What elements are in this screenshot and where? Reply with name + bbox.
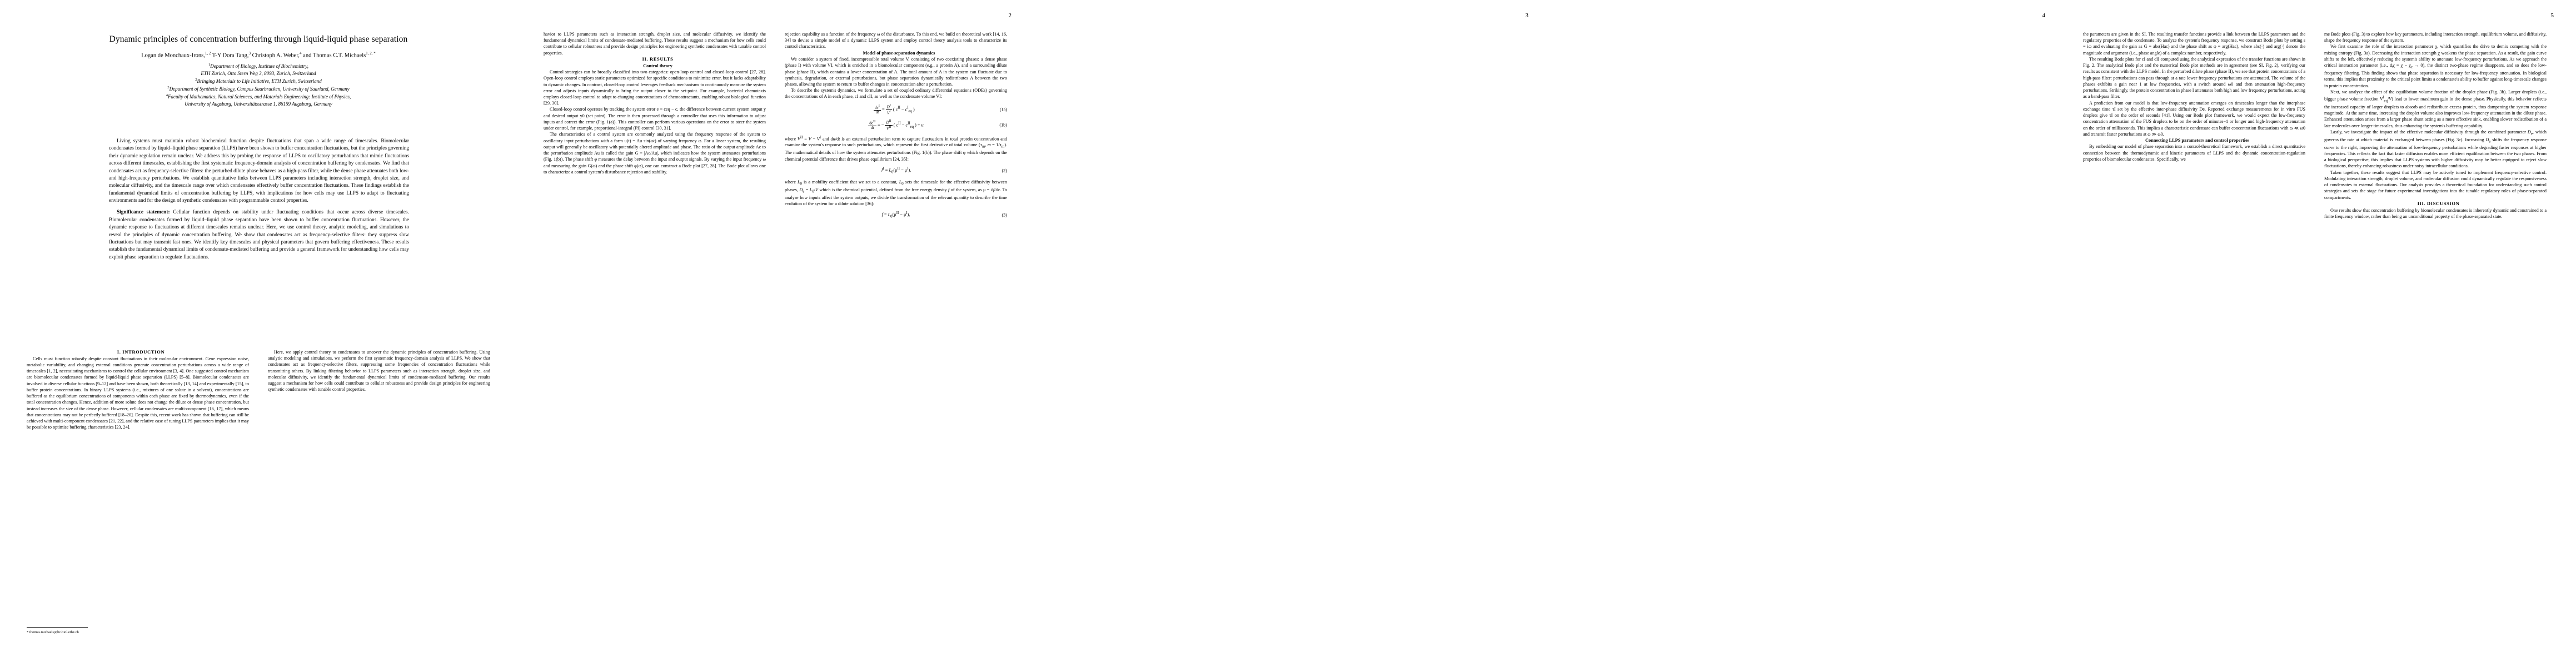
page-number-2: 2 xyxy=(1008,12,1012,19)
page-1: arXiv:2510.20553v1 [physics.bio-ph] 23 O… xyxy=(0,0,517,667)
significance-paragraph: Significance statement: Cellular functio… xyxy=(109,209,409,261)
page2-column-right: rejection capability as a function of th… xyxy=(785,31,1007,643)
page1-column-right: Here, we apply control theory to condens… xyxy=(268,349,490,633)
footnote-email: * thomas.michaels@bc.biol.ethz.ch xyxy=(27,630,79,634)
p2r-p5: where L0 is a mobility coefficient that … xyxy=(785,179,1007,206)
significance-text: Cellular function depends on stability u… xyxy=(109,210,409,260)
subsection-control-theory: Control theory xyxy=(643,63,672,68)
section-heading-discussion: III. DISCUSSION xyxy=(2417,200,2460,206)
p2-continuation: havior to LLPS parameters such as intera… xyxy=(544,32,766,56)
p5r-p4: Lastly, we investigate the impact of the… xyxy=(2324,129,2547,169)
page-title: Dynamic principles of concentration buff… xyxy=(109,34,408,44)
p5r-p6: One results show that concentration buff… xyxy=(2324,207,2547,219)
page-5: 5 the parameters are given in the SI. Th… xyxy=(2067,0,2576,667)
equation-3: f = L0(μII − μI), (3) xyxy=(881,211,1007,219)
author-list: Logan de Monchaux-Irons,1, 2 T-Y Dora Ta… xyxy=(141,51,376,59)
p2r-p4: where VII = V − VI and du/dt is an exter… xyxy=(785,135,1007,162)
p5l-p3: A prediction from our model is that low-… xyxy=(2083,100,2305,137)
p5l-p2: The resulting Bode plots for cI and cII … xyxy=(2083,56,2305,99)
p2r-p2: We consider a system of fixed, incompres… xyxy=(785,57,1007,87)
abstract-block: Living systems must maintain robust bioc… xyxy=(109,138,409,266)
page1-column-left: I. INTRODUCTION Cells must function robu… xyxy=(27,349,249,633)
equation-2: JI = L0(μII − μI), (2) xyxy=(880,166,1007,175)
page-2: 2 havior to LLPS parameters such as inte… xyxy=(517,0,1034,667)
abstract-text: Living systems must maintain robust bioc… xyxy=(109,138,409,203)
p5r-p2: We first examine the role of the interac… xyxy=(2324,44,2547,88)
page5-column-left: the parameters are given in the SI. The … xyxy=(2083,31,2305,643)
p2-control-p3: The characteristics of a control system … xyxy=(544,132,766,175)
subsection-connecting: Connecting LLPS parameters and control p… xyxy=(2145,137,2250,143)
page-number-3: 3 xyxy=(1525,12,1529,19)
section-heading-introduction: I. INTRODUCTION xyxy=(117,349,165,355)
p2-control-p2: Closed-loop control operates by tracking… xyxy=(544,107,766,131)
page-number-4: 4 xyxy=(2042,12,2046,19)
intro-paragraph-1: Cells must function robustly despite con… xyxy=(27,356,249,430)
affiliation-block: 1Department of Biology, Institute of Bio… xyxy=(166,63,351,107)
p2r-p3: To describe the system's dynamics, we fo… xyxy=(785,88,1007,99)
p5l-p1: the parameters are given in the SI. The … xyxy=(2083,32,2305,56)
page-number-5: 5 xyxy=(2550,12,2554,19)
significance-label: Significance statement: xyxy=(117,210,170,216)
section-heading-results: II. RESULTS xyxy=(642,56,674,62)
page2-column-left: havior to LLPS parameters such as intera… xyxy=(544,31,766,643)
page5-column-right: me Bode plots (Fig. 3) to explore how ke… xyxy=(2324,31,2547,643)
p5r-p3: Next, we analyze the effect of the equil… xyxy=(2324,89,2547,128)
p5r-p1: me Bode plots (Fig. 3) to explore how ke… xyxy=(2324,32,2547,43)
p2-control-p1: Control strategies can be broadly classi… xyxy=(544,69,766,106)
intro-paragraph-2: Here, we apply control theory to condens… xyxy=(268,350,490,392)
p2r-p1: rejection capability as a function of th… xyxy=(785,32,1007,49)
page-4: 4 LLPS Bode plots I II A Dense phase (cI… xyxy=(1551,0,2067,667)
p5r-p5: Taken together, these results suggest th… xyxy=(2324,170,2547,200)
subsection-model: Model of phase-separation dynamics xyxy=(863,50,935,56)
footnote-rule xyxy=(27,627,88,628)
page-3: 3 A Concentrationperturbation, u I II xyxy=(1034,0,2569,667)
p5l-p4: By embedding our model of phase separati… xyxy=(2083,144,2305,162)
